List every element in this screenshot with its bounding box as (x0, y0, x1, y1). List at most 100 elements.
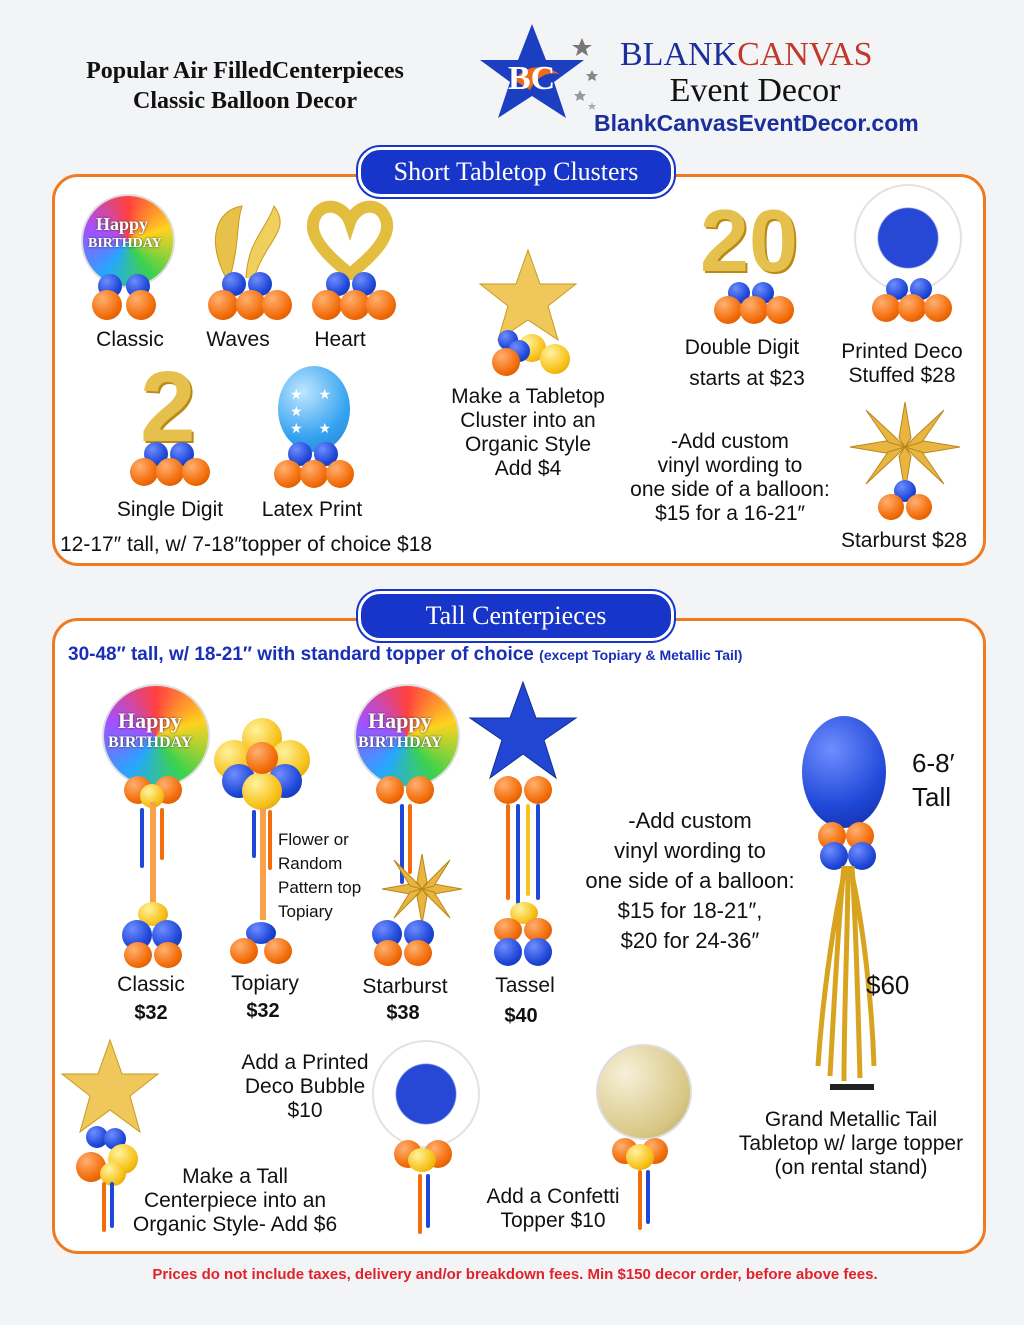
short-vinyl-line3: one side of a balloon: (630, 478, 830, 501)
tall-vinyl-line1: -Add custom (628, 808, 752, 833)
short-starburst-label: Starburst $28 (840, 529, 968, 552)
brand-word-blank: BLANK (620, 36, 738, 73)
tall-subtitle-main: 30-48″ tall, w/ 18-21″ with standard top… (68, 644, 534, 665)
tall-organic-note: Make a Tall Centerpiece into an Organic … (120, 1165, 350, 1237)
classic-cluster-image: Happy BIRTHDAY (78, 194, 178, 324)
grand-line2: Tabletop w/ large topper (738, 1132, 964, 1155)
tall-organic-image (60, 1038, 170, 1234)
grand-price: $60 (866, 970, 910, 1000)
grand-height-line2: Tall (912, 782, 952, 812)
topiary-note-line4: Topiary (278, 902, 333, 921)
grand-line3: (on rental stand) (774, 1156, 928, 1179)
starburst-cluster-image (849, 401, 961, 524)
short-clusters-panel (52, 174, 986, 566)
printed-deco-cluster-image (852, 184, 962, 330)
short-organic-line3: Organic Style (464, 433, 592, 456)
grand-metallic-tail-image (796, 716, 896, 1096)
deco-line3: $10 (287, 1099, 323, 1122)
short-printed-deco-line2: Stuffed $28 (848, 364, 956, 387)
topiary-note-line3: Pattern top (278, 878, 362, 897)
tall-classic-price: $32 (134, 1002, 168, 1024)
tall-balloon-text-birthday: BIRTHDAY (108, 734, 193, 751)
page-title-line2: Classic Balloon Decor (133, 88, 357, 114)
tall-vinyl-line5: $20 for 24-36″ (620, 928, 760, 953)
tall-vinyl-line2: vinyl wording to (614, 838, 766, 863)
short-waves-label: Waves (206, 328, 270, 351)
tall-starburst-label: Starburst (362, 975, 448, 998)
gold-starburst-icon (849, 401, 961, 493)
tall-organic-line3: Organic Style- Add $6 (132, 1213, 338, 1236)
balloon-text-birthday: BIRTHDAY (88, 236, 162, 251)
short-clusters-title: Short Tabletop Clusters (358, 147, 674, 197)
gold-star-icon (478, 248, 578, 342)
short-heart-label: Heart (314, 328, 366, 351)
latex-print-cluster-image: ★ ★ ★★ ★ (270, 366, 360, 492)
confetti-note: Add a Confetti Topper $10 (478, 1185, 628, 1233)
brand-word-canvas: CANVAS (737, 36, 873, 73)
grand-metallic-tail-label: Grand Metallic Tail Tabletop w/ large to… (726, 1108, 976, 1180)
tall-balloon-text-happy: Happy (118, 708, 182, 733)
short-vinyl-line2: vinyl wording to (657, 454, 803, 477)
short-latex-print-label: Latex Print (261, 498, 363, 521)
grand-height-label: 6-8′ Tall (912, 746, 954, 814)
topiary-note-line2: Random (278, 854, 343, 873)
website-link[interactable]: BlankCanvasEventDecor.com (594, 110, 919, 136)
short-double-digit-label: Double Digit (684, 336, 800, 359)
double-digit-cluster-image: 20 (700, 191, 810, 330)
gold-digits-20: 20 (700, 191, 798, 290)
pricing-disclaimer: Prices do not include taxes, delivery an… (152, 1266, 878, 1283)
metallic-tail-icon (815, 866, 877, 1082)
tall-vinyl-line3: one side of a balloon: (585, 868, 795, 893)
topiary-note-line1: Flower or (278, 830, 349, 849)
page-title-line1: Popular Air FilledCenterpieces (86, 58, 404, 84)
deco-bubble-note: Add a Printed Deco Bubble $10 (230, 1051, 380, 1123)
deco-line2: Deco Bubble (244, 1075, 366, 1098)
tall-subtitle: 30-48″ tall, w/ 18-21″ with standard top… (68, 644, 742, 666)
brand-subtitle: Event Decor (669, 72, 841, 109)
brand-name: BLANKCANVAS Event Decor (620, 36, 920, 109)
deco-bubble-image (370, 1040, 480, 1236)
tall-topiary-image (212, 718, 312, 968)
confetti-line1: Add a Confetti (486, 1185, 620, 1208)
short-organic-line1: Make a Tabletop (451, 385, 605, 408)
tall-topiary-price: $32 (246, 1000, 280, 1022)
short-organic-note: Make a Tabletop Cluster into an Organic … (440, 385, 616, 481)
short-vinyl-note: -Add custom vinyl wording to one side of… (620, 430, 840, 526)
grand-height-line1: 6-8′ (912, 748, 955, 778)
blue-star-balloon-icon (468, 680, 578, 780)
tall-topiary-note: Flower or Random Pattern top Topiary (278, 828, 378, 924)
tall-gold-star-icon (60, 1038, 160, 1134)
star-pattern-icon: ★ ★ ★★ ★ (290, 386, 337, 436)
tall-tassel-label: Tassel (495, 974, 555, 997)
starburst-balloon-text-happy: Happy (368, 708, 432, 733)
heart-cluster-image (300, 200, 400, 324)
balloon-text-happy: Happy (96, 214, 149, 234)
tall-organic-line2: Centerpiece into an (143, 1189, 327, 1212)
short-size-price-note: 12-17″ tall, w/ 7-18″topper of choice $1… (60, 533, 433, 556)
tall-tassel-price: $40 (504, 1005, 538, 1027)
organic-tabletop-image (478, 248, 578, 380)
short-printed-deco-label: Printed Deco Stuffed $28 (832, 340, 972, 388)
brand-logo: BC (480, 18, 610, 128)
tall-vinyl-note: -Add custom vinyl wording to one side of… (580, 806, 800, 956)
short-organic-line2: Cluster into an (460, 409, 596, 432)
tall-topiary-label: Topiary (231, 972, 299, 995)
tall-organic-line1: Make a Tall (182, 1165, 288, 1188)
tall-centerpieces-title: Tall Centerpieces (358, 591, 674, 641)
starburst-balloon-text-birthday: BIRTHDAY (358, 734, 443, 751)
tall-classic-label: Classic (117, 973, 185, 996)
short-vinyl-line4: $15 for a 16-21″ (655, 502, 805, 525)
gold-heart-icon (307, 200, 393, 282)
grand-line1: Grand Metallic Tail (764, 1108, 938, 1131)
confetti-topper-image (592, 1044, 692, 1234)
tall-starburst-image: Happy BIRTHDAY (352, 684, 462, 970)
tall-tassel-image (468, 680, 578, 970)
tall-vinyl-line4: $15 for 18-21″, (617, 898, 763, 923)
short-double-digit-price: starts at $23 (689, 367, 805, 390)
tall-gold-starburst-icon (382, 854, 462, 924)
tall-classic-image: Happy BIRTHDAY (100, 684, 210, 970)
short-organic-line4: Add $4 (494, 457, 562, 480)
short-vinyl-line1: -Add custom (671, 430, 789, 453)
tall-subtitle-note: (except Topiary & Metallic Tail) (539, 647, 743, 663)
deco-line1: Add a Printed (241, 1051, 369, 1074)
